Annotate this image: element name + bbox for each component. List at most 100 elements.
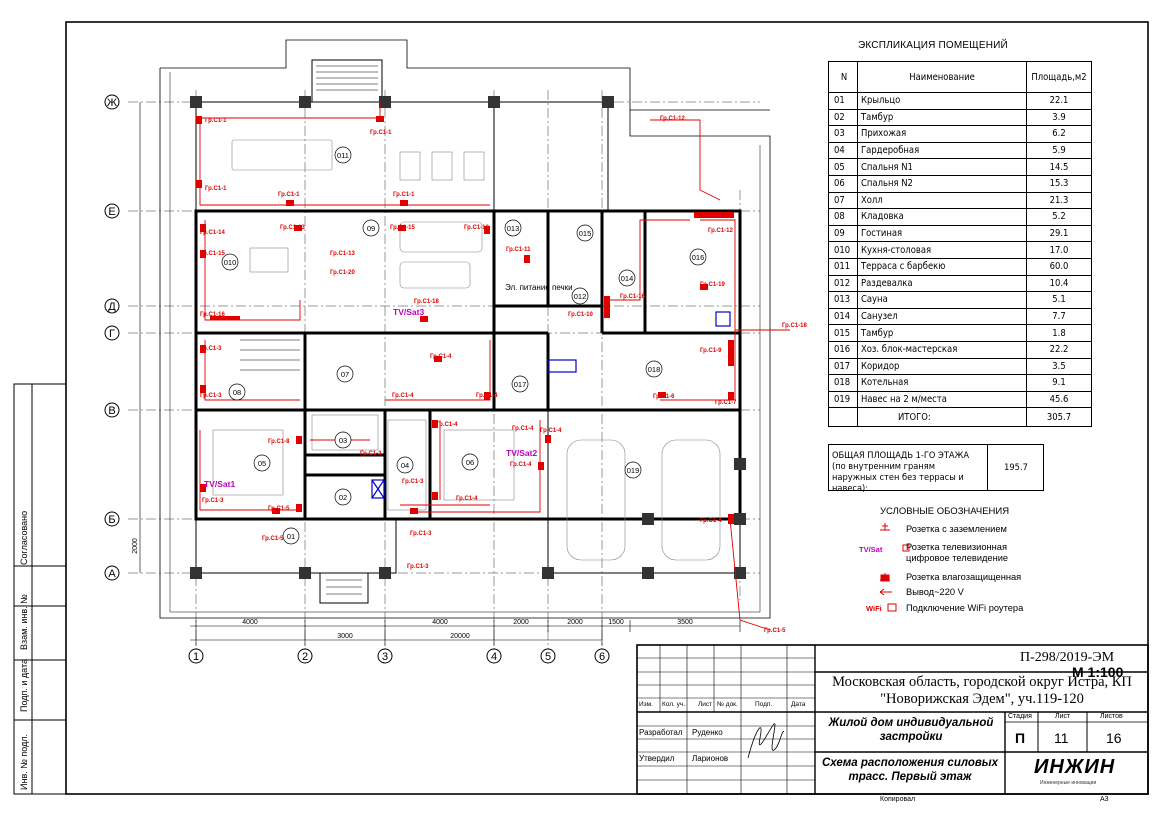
- row-name: Прихожая: [857, 125, 1027, 143]
- company-sub: Инженерные инновации: [1040, 780, 1097, 786]
- row-num: 01: [828, 92, 858, 110]
- row-name: Санузел: [857, 307, 1027, 326]
- location: Московская область, городской округ Истр…: [832, 674, 1132, 707]
- approved-name: Ларионов: [692, 754, 729, 763]
- circuit-group-label: Гр.С1-10: [568, 312, 594, 318]
- circuit-group-label: Гр.С1-18: [414, 299, 440, 305]
- company-name: ИНЖИН: [1034, 756, 1116, 778]
- row-area: 22.2: [1026, 340, 1092, 359]
- circuit-group-label: Гр.С1-3: [200, 346, 222, 352]
- svg-text:02: 02: [339, 493, 347, 502]
- sheet-title: Схема расположения силовых трасс. Первый…: [821, 757, 999, 783]
- svg-text:017: 017: [514, 380, 527, 389]
- row-num: 014: [828, 307, 858, 326]
- site-boundary: [159, 68, 771, 619]
- row-area: 5.9: [1026, 141, 1092, 160]
- tv-sat-labels: TV/Sat1 TV/Sat2 TV/Sat3: [204, 307, 537, 489]
- row-area: 6.2: [1026, 125, 1092, 143]
- row-area: 5.2: [1026, 208, 1092, 226]
- svg-text:019: 019: [627, 466, 640, 475]
- axis-zh: Ж: [107, 97, 117, 109]
- circuit-group-label: Гр.С1-5: [268, 506, 290, 512]
- row-name: Крыльцо: [857, 92, 1027, 110]
- svg-text:012: 012: [574, 292, 587, 301]
- circuit-group-label: Гр.С1-3: [202, 498, 224, 504]
- circuit-group-label: Гр.С1-13: [464, 225, 490, 231]
- row-num: 012: [828, 274, 858, 293]
- svg-text:03: 03: [339, 436, 347, 445]
- svg-text:1: 1: [193, 651, 199, 663]
- sheet-value: 11: [1054, 730, 1069, 746]
- developed-name: Руденко: [692, 728, 723, 737]
- stage-value: П: [1015, 730, 1026, 746]
- row-area: 5.1: [1026, 291, 1092, 309]
- row-name: Раздевалка: [857, 274, 1027, 293]
- row-num: 02: [828, 108, 858, 127]
- svg-text:2000: 2000: [567, 619, 583, 626]
- row-area: 17.0: [1026, 241, 1092, 259]
- row-num: 018: [828, 374, 858, 392]
- axis-g: Г: [109, 328, 115, 340]
- circuit-group-label: Гр.С1-4: [436, 422, 458, 428]
- row-area: 3.5: [1026, 357, 1092, 376]
- row-num: 04: [828, 141, 858, 160]
- circuit-group-label: Гр.С1-20: [330, 270, 356, 276]
- row-area: 22.1: [1026, 92, 1092, 110]
- col-area: Площадь,м2: [1026, 61, 1092, 93]
- circuit-group-label: Гр.С1-3: [360, 451, 382, 457]
- svg-text:08: 08: [233, 388, 241, 397]
- total-label: ИТОГО:: [857, 407, 1027, 428]
- signature: [747, 723, 785, 759]
- row-name: Спальня N1: [857, 158, 1027, 176]
- circuit-group-label: Гр.С1-4: [700, 518, 722, 524]
- circuit-group-label: Гр.С1-13: [330, 251, 356, 257]
- circuit-group-label: Гр.С1-1: [278, 192, 300, 198]
- floor-total-box: ОБЩАЯ ПЛОЩАДЬ 1-ГО ЭТАЖА (по внутренним …: [828, 444, 1044, 494]
- svg-text:2000: 2000: [132, 538, 139, 554]
- circuits: [199, 102, 790, 631]
- svg-text:09: 09: [367, 224, 375, 233]
- panels: [371, 311, 731, 499]
- legend-symbols: [879, 523, 910, 612]
- hdr-kol: Кол. уч.: [662, 701, 686, 708]
- row-num: 07: [828, 191, 858, 210]
- svg-text:WiFi: WiFi: [866, 604, 882, 613]
- hdr-sign: Подп.: [755, 701, 773, 708]
- side-stamp: [13, 383, 67, 795]
- hdr-doc: № док.: [717, 701, 738, 708]
- circuit-group-label: Гр.С1-1: [370, 130, 392, 136]
- row-area: 9.1: [1026, 374, 1092, 392]
- svg-text:4: 4: [491, 651, 497, 663]
- row-name: Холл: [857, 191, 1027, 210]
- floor-total-label: ОБЩАЯ ПЛОЩАДЬ 1-ГО ЭТАЖА (по внутренним …: [832, 450, 970, 494]
- circuit-group-label: Гр.С1-12: [660, 116, 686, 122]
- legend-item-output: Вывод~220 V: [906, 587, 964, 597]
- row-name: Тамбур: [857, 324, 1027, 342]
- drawing-scale: М 1:100: [1072, 664, 1124, 680]
- row-area: 1.8: [1026, 324, 1092, 342]
- legend-item-wifi: Подключение WiFi роутера: [906, 603, 1024, 613]
- svg-text:013: 013: [507, 224, 520, 233]
- row-num: 05: [828, 158, 858, 176]
- circuit-group-label: Гр.С1-4: [456, 496, 478, 502]
- svg-text:TV/Sat: TV/Sat: [859, 545, 883, 554]
- circuit-group-label: Гр.С1-3: [402, 479, 424, 485]
- row-area: 29.1: [1026, 224, 1092, 243]
- svg-text:3500: 3500: [677, 619, 693, 626]
- columns: [190, 96, 746, 579]
- row-name: Гостиная: [857, 224, 1027, 243]
- svg-text:05: 05: [258, 459, 266, 468]
- col-num: N: [828, 61, 858, 93]
- title-block-frame: [636, 644, 1149, 795]
